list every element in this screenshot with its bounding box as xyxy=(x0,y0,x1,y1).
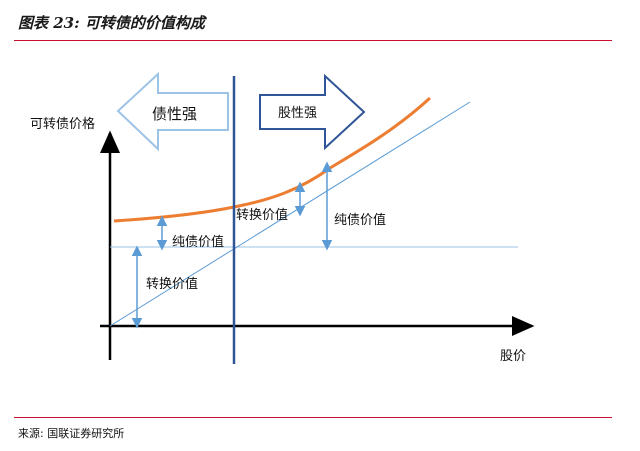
left-block-arrow xyxy=(116,71,229,152)
conversion-value-line xyxy=(109,101,471,327)
figure-title: 图表 23: 可转债的价值构成 xyxy=(18,14,205,32)
convertible-price-curve xyxy=(113,96,432,223)
right-arrow-label: 股性强 xyxy=(278,106,317,121)
bottom-divider xyxy=(14,417,612,418)
right-block-arrow xyxy=(259,73,366,151)
source-note: 来源: 国联证券研究所 xyxy=(18,427,125,440)
pure-bond-value-label-left: 纯债价值 xyxy=(172,234,224,250)
pure-bond-value-label-right: 纯债价值 xyxy=(334,212,386,228)
y-axis-label: 可转债价格 xyxy=(30,116,95,132)
left-arrow-label: 债性强 xyxy=(152,105,197,123)
conversion-value-label-left: 转换价值 xyxy=(146,276,198,292)
x-axis-label: 股价 xyxy=(500,349,526,364)
conversion-value-label-right: 转换价值 xyxy=(236,207,288,223)
top-divider xyxy=(14,40,612,41)
